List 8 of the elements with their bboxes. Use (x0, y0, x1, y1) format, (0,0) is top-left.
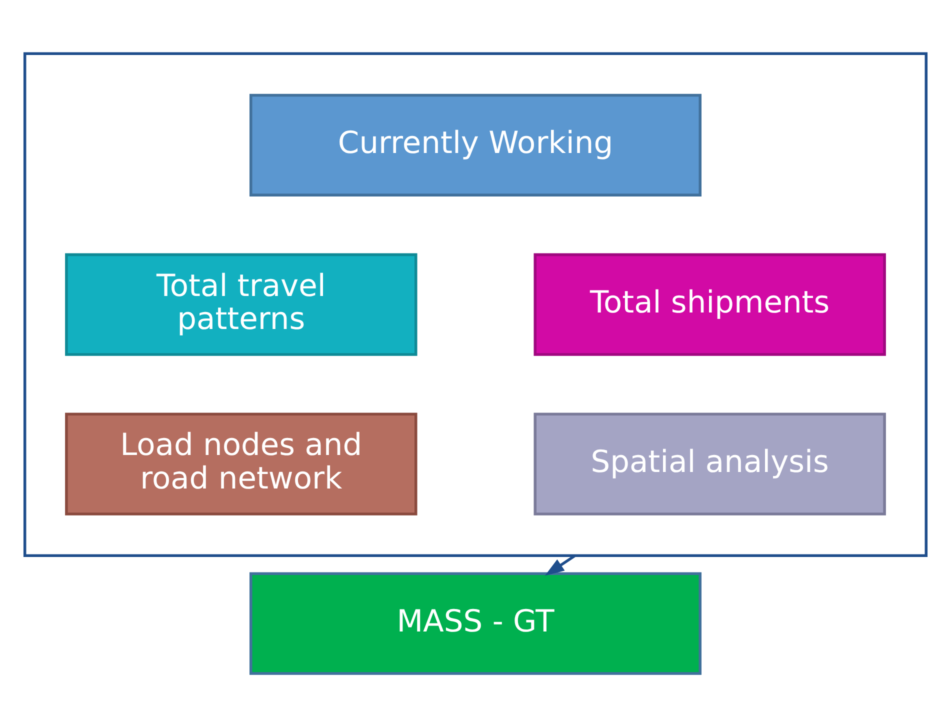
node-box: MASS - GT (249, 572, 702, 675)
node-box: Load nodes and road network (65, 412, 418, 516)
node-box: Total shipments (534, 253, 886, 356)
node-box: Spatial analysis (534, 412, 886, 516)
node-box: Total travel patterns (65, 253, 418, 356)
arrow (544, 554, 576, 576)
cluster (23, 52, 928, 557)
node-box: Currently Working (249, 94, 702, 196)
